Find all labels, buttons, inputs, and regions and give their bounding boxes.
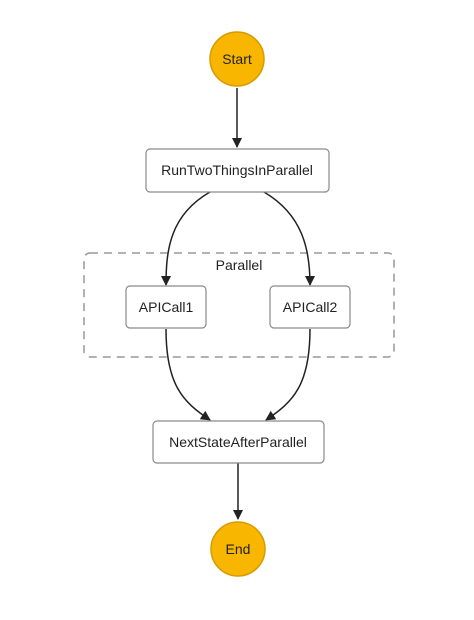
start-circle	[209, 31, 265, 87]
next-state-label: NextStateAfterParallel	[169, 434, 307, 450]
parallel-group: Parallel	[83, 252, 395, 358]
apicall2-state[interactable]: APICall2	[269, 285, 351, 329]
run-two-things-in-parallel-state[interactable]: RunTwoThingsInParallel	[145, 148, 330, 193]
end-node[interactable]: End	[210, 521, 266, 577]
edge-run-to-apicall1	[161, 191, 211, 286]
start-node[interactable]: Start	[209, 31, 265, 87]
apicall1-state[interactable]: APICall1	[125, 285, 207, 329]
apicall2-box	[269, 285, 351, 329]
apicall1-box	[125, 285, 207, 329]
next-state-box	[152, 420, 325, 464]
edge-apicall1-to-next	[165, 328, 211, 421]
run-two-things-box	[145, 148, 330, 193]
apicall2-label: APICall2	[283, 299, 338, 315]
edge-run-to-apicall2	[263, 191, 315, 286]
edge-apicall2-to-next	[265, 328, 311, 421]
end-label: End	[226, 541, 251, 557]
end-circle	[210, 521, 266, 577]
parallel-group-label: Parallel	[216, 257, 263, 273]
apicall1-label: APICall1	[139, 299, 194, 315]
next-state-after-parallel-state[interactable]: NextStateAfterParallel	[152, 420, 325, 464]
edges	[161, 88, 315, 520]
parallel-group-border	[83, 252, 395, 358]
run-two-things-label: RunTwoThingsInParallel	[161, 162, 313, 178]
start-label: Start	[222, 51, 252, 67]
